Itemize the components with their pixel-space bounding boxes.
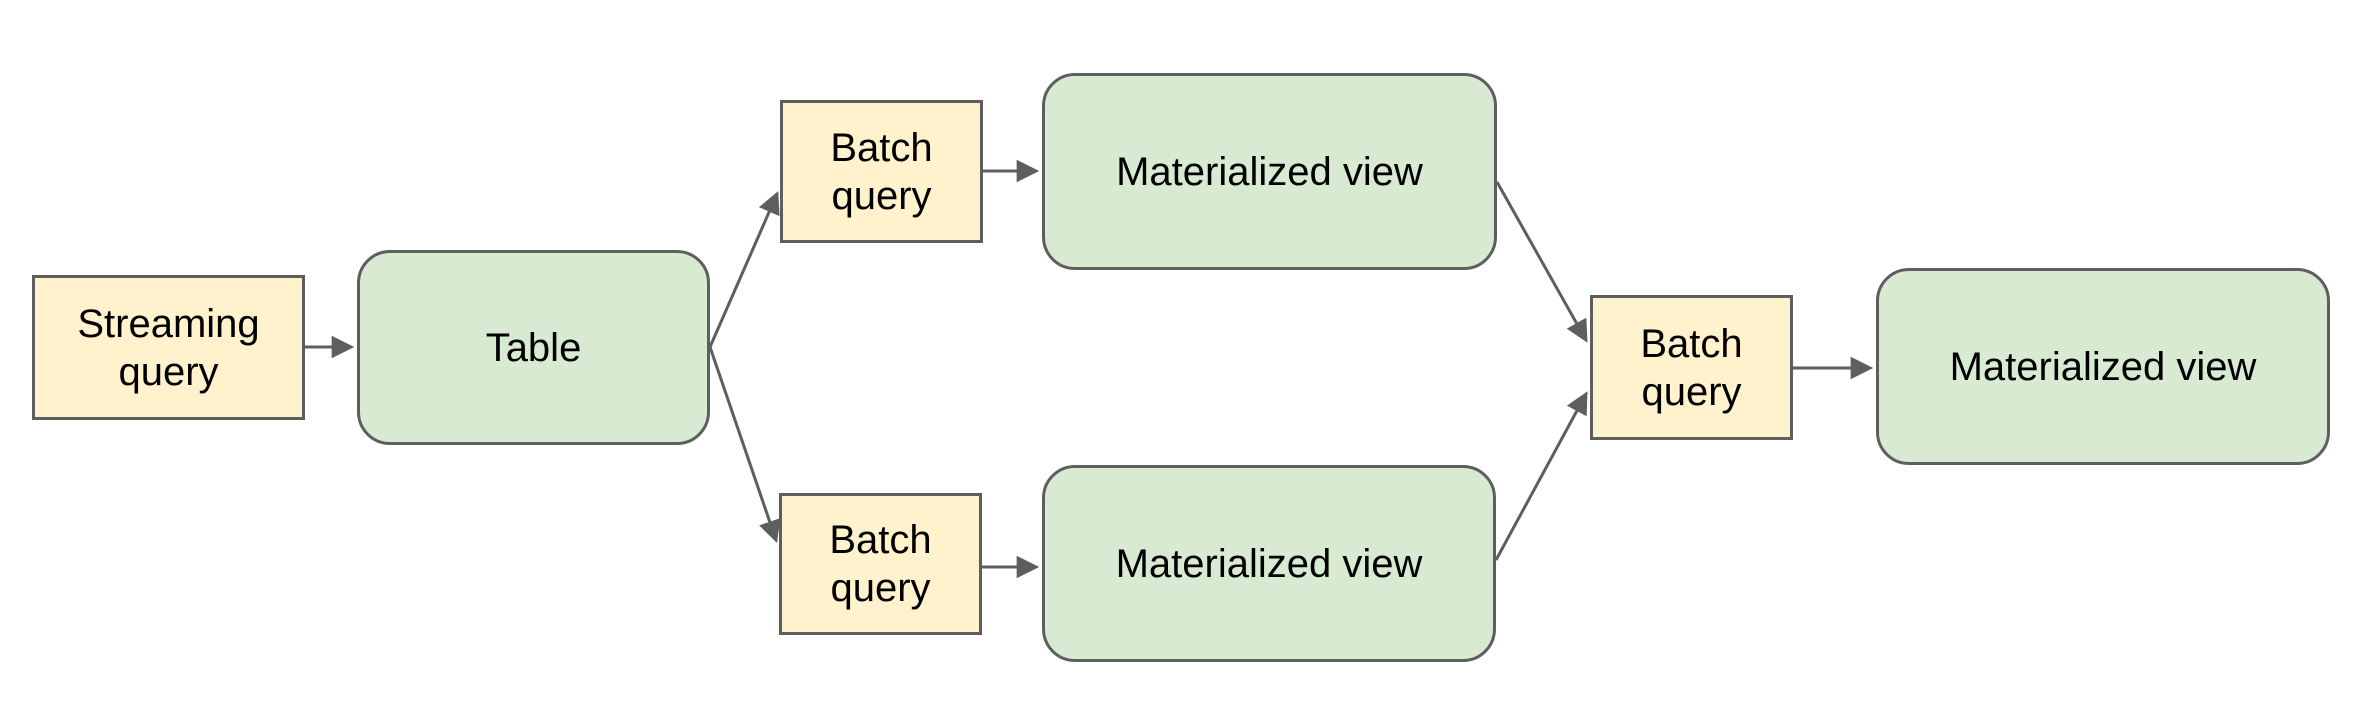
- node-streaming-query: Streaming query: [32, 275, 305, 420]
- node-label: Batch query: [830, 125, 933, 218]
- node-batch-query-top: Batch query: [780, 100, 983, 243]
- node-materialized-view-final: Materialized view: [1876, 268, 2330, 465]
- node-materialized-view-top: Materialized view: [1042, 73, 1497, 270]
- node-label: Materialized view: [1115, 541, 1423, 586]
- node-batch-query-merge: Batch query: [1590, 295, 1793, 440]
- connector-materialized-view-bottom-batch-query-merge: [1494, 391, 1588, 561]
- node-batch-query-bottom: Batch query: [779, 493, 982, 635]
- node-label: Materialized view: [1949, 344, 2257, 389]
- connector-materialized-view-top-batch-query-merge: [1495, 181, 1588, 343]
- node-materialized-view-bottom: Materialized view: [1042, 465, 1496, 662]
- node-label: Batch query: [829, 518, 932, 610]
- node-label: Materialized view: [1116, 149, 1423, 194]
- node-label: Streaming query: [77, 301, 260, 394]
- node-label: Batch query: [1640, 321, 1743, 414]
- node-table: Table: [357, 250, 710, 445]
- node-label: Table: [485, 325, 582, 370]
- connector-table-batch-query-bottom: [708, 346, 781, 543]
- connector-table-batch-query-top: [708, 191, 780, 348]
